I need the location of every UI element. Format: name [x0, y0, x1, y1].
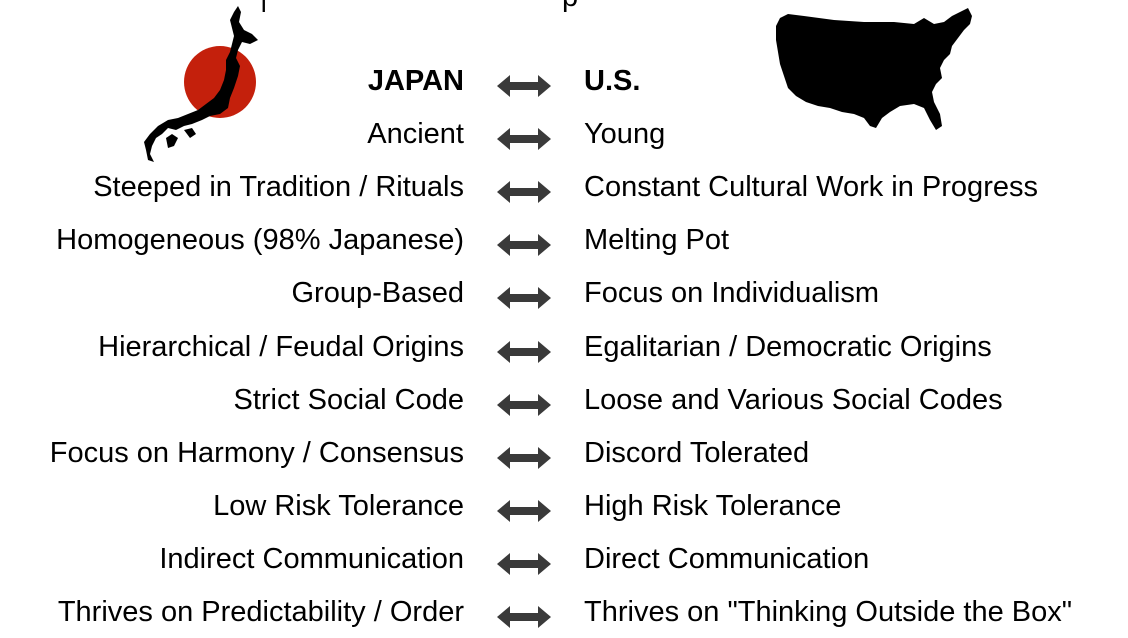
comparison-row: Steeped in Tradition / Rituals Constant … [0, 167, 1128, 207]
comparison-row: Hierarchical / Feudal Origins Egalitaria… [0, 327, 1128, 367]
double-arrow-icon [497, 394, 551, 416]
comparison-row: Group-Based Focus on Individualism [0, 273, 1128, 313]
japan-trait: Strict Social Code [233, 384, 465, 416]
double-arrow-icon [497, 606, 551, 628]
double-arrow-icon [497, 75, 551, 97]
comparison-row: Thrives on Predictability / Order Thrive… [0, 592, 1128, 632]
us-trait: Discord Tolerated [584, 437, 810, 469]
double-arrow-icon [497, 447, 551, 469]
comparison-row: Ancient Young [0, 114, 1128, 154]
double-arrow-icon [497, 128, 551, 150]
comparison-row: Focus on Harmony / Consensus Discord Tol… [0, 433, 1128, 473]
japan-trait: Low Risk Tolerance [213, 490, 464, 522]
double-arrow-icon [497, 287, 551, 309]
comparison-row: Strict Social Code Loose and Various Soc… [0, 380, 1128, 420]
double-arrow-icon [497, 553, 551, 575]
japan-trait: Homogeneous (98% Japanese) [56, 224, 464, 256]
japan-map-icon [144, 6, 258, 162]
us-trait: Focus on Individualism [584, 277, 879, 309]
header-row: JAPAN U.S. [0, 61, 1128, 101]
japan-trait: Thrives on Predictability / Order [57, 596, 464, 628]
comparison-row: Homogeneous (98% Japanese) Melting Pot [0, 220, 1128, 260]
japan-trait: Indirect Communication [159, 543, 464, 575]
usa-silhouette [776, 8, 972, 130]
us-trait: Loose and Various Social Codes [584, 384, 1003, 416]
japan-header: JAPAN [367, 65, 464, 97]
us-trait: Melting Pot [584, 224, 730, 256]
japan-trait: Steeped in Tradition / Rituals [93, 171, 464, 203]
us-trait: Egalitarian / Democratic Origins [584, 331, 992, 363]
cut-off-text-right: p [562, 0, 578, 12]
us-trait: Young [584, 118, 666, 150]
us-trait: High Risk Tolerance [584, 490, 842, 522]
comparison-row: Low Risk Tolerance High Risk Tolerance [0, 486, 1128, 526]
us-header: U.S. [584, 65, 641, 97]
double-arrow-icon [497, 181, 551, 203]
cut-off-text-left: | [260, 0, 268, 12]
comparison-row: Indirect Communication Direct Communicat… [0, 539, 1128, 579]
usa-map-icon [776, 8, 972, 130]
japan-trait: Focus on Harmony / Consensus [49, 437, 464, 469]
double-arrow-icon [497, 500, 551, 522]
japan-silhouette [144, 6, 258, 162]
double-arrow-icon [497, 341, 551, 363]
us-trait: Thrives on "Thinking Outside the Box" [584, 596, 1073, 628]
japan-trait: Ancient [367, 118, 464, 150]
japan-trait: Hierarchical / Feudal Origins [98, 331, 464, 363]
japan-trait: Group-Based [291, 277, 465, 309]
double-arrow-icon [497, 234, 551, 256]
us-trait: Constant Cultural Work in Progress [584, 171, 1038, 203]
us-trait: Direct Communication [584, 543, 870, 575]
